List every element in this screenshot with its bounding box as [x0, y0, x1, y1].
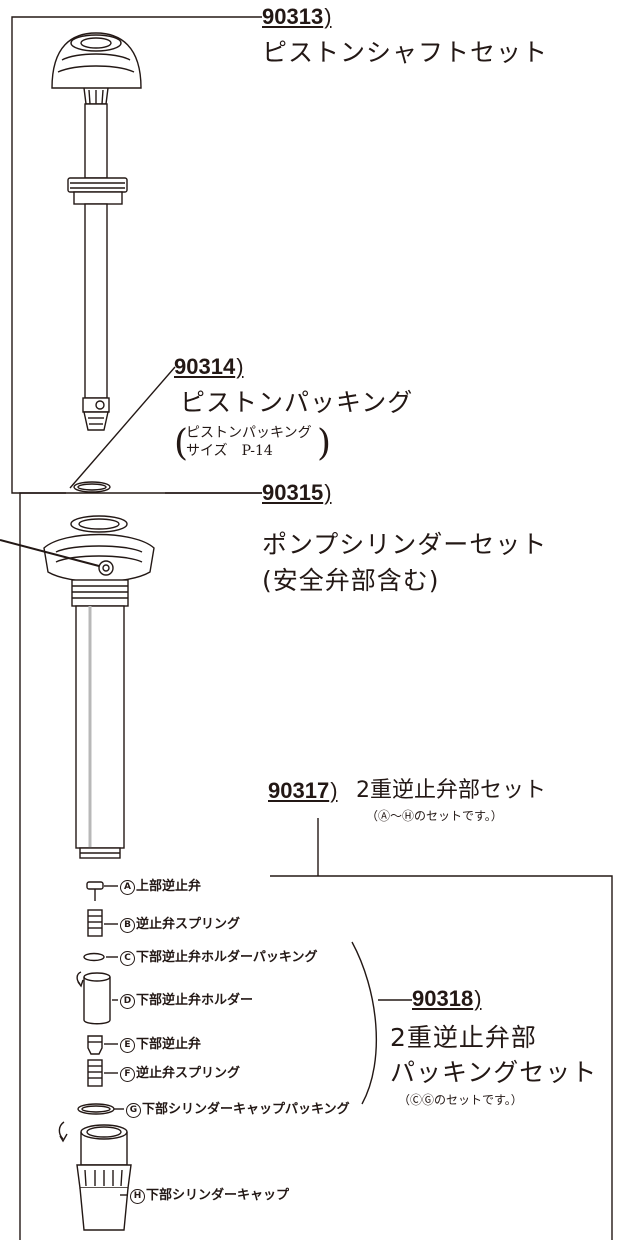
set-name-piston-packing: ピストンパッキング: [180, 388, 414, 417]
set-name-packing-set-line1: 2重逆止弁部: [390, 1023, 537, 1052]
spec-line-size: サイズ P-14: [186, 443, 273, 460]
set-bracket-lines: [11, 16, 262, 1240]
part-mark-g: G: [126, 1103, 141, 1118]
part-mark-b: B: [120, 918, 135, 933]
valve-set-brackets: [270, 818, 613, 1240]
bracket-close: ): [317, 423, 332, 464]
spec-line-name: ピストンパッキング: [186, 425, 312, 441]
set-name-pump-cylinder-note: (安全弁部含む): [262, 566, 440, 595]
part-mark-d: D: [120, 994, 135, 1009]
set-note-90317: （Ⓐ〜Ⓗのセットです。）: [366, 809, 503, 823]
set-name-double-check-valve: 2重逆止弁部セット: [356, 778, 546, 803]
set-code-90315: 90315): [262, 480, 332, 505]
part-mark-h: H: [130, 1189, 145, 1204]
bracket-open: (: [174, 423, 189, 464]
set-code-90317: 90317): [268, 778, 338, 803]
set-name-piston-shaft: ピストンシャフトセット: [262, 38, 549, 67]
pump-cylinder-illustration: [0, 515, 155, 859]
piston-packing-spec: ( ピストンパッキング サイズ P-14 ): [174, 423, 331, 464]
check-valve-components: [58, 881, 132, 1231]
set-code-90314: 90314): [174, 354, 244, 379]
set-name-packing-set-line2: パッキングセット: [390, 1058, 598, 1087]
set-note-90318: （ⒸⒼのセットです。）: [398, 1093, 523, 1107]
part-mark-a: A: [120, 880, 135, 895]
part-mark-e: E: [120, 1038, 135, 1053]
set-code-90313: 90313): [262, 4, 332, 29]
piston-shaft-illustration: [51, 32, 142, 493]
part-mark-c: C: [120, 951, 135, 966]
set-code-90318: 90318): [412, 986, 482, 1011]
part-mark-f: F: [120, 1067, 135, 1082]
set-name-pump-cylinder: ポンプシリンダーセット: [262, 530, 548, 559]
